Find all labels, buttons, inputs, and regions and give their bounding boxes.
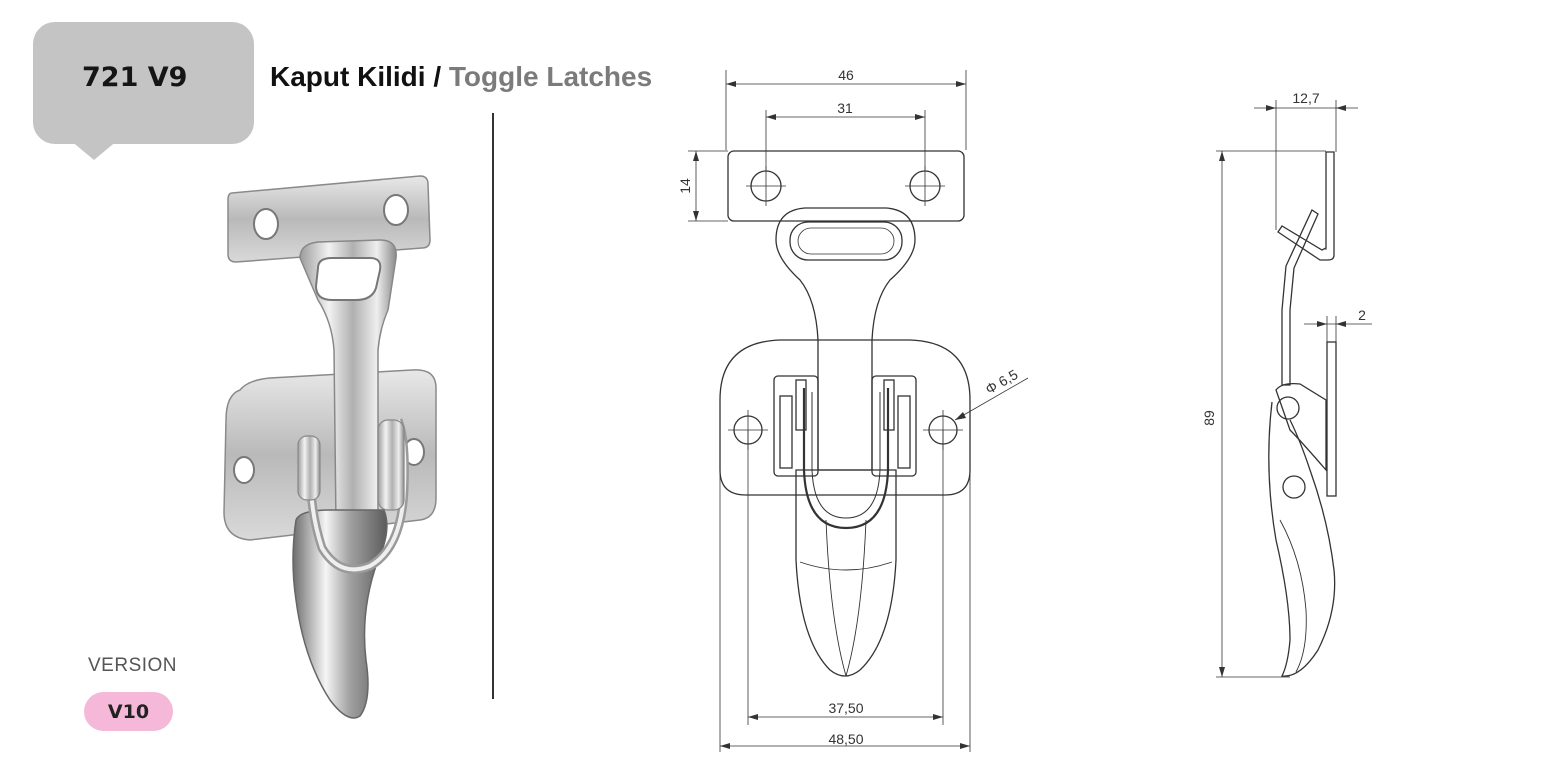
product-code-badge [33, 22, 254, 144]
title-separator: / [425, 61, 449, 92]
side-pivot-lower [1282, 475, 1306, 499]
side-keeper [1277, 151, 1335, 261]
side-lever [1268, 401, 1336, 677]
front-keeper-plate [727, 150, 965, 222]
side-pivot-upper [1276, 396, 1300, 420]
title-turkish: Kaput Kilidi [270, 61, 426, 92]
front-hook [775, 207, 916, 471]
title-english: Toggle Latches [448, 61, 653, 92]
front-wire-loop [802, 388, 890, 530]
front-lever [795, 469, 897, 677]
keeper-hole-left [253, 208, 279, 240]
product-code: 721 V9 [82, 62, 188, 93]
section-divider [492, 113, 494, 699]
latch-lever [292, 509, 388, 719]
product-title: Kaput Kilidi / Toggle Latches [270, 61, 652, 93]
version-label: VERSION [88, 655, 178, 676]
side-hook [1281, 209, 1319, 386]
badge-tail [70, 140, 118, 160]
base-hole-left [233, 456, 255, 484]
front-base-plate [719, 339, 971, 496]
dim-side-thickness: 2 [1358, 307, 1366, 323]
dim-front-plate-height: 14 [677, 178, 693, 194]
dim-side-total-height: 89 [1201, 410, 1217, 426]
side-base-plate [1326, 341, 1337, 497]
dim-front-top-width: 46 [838, 67, 854, 83]
dim-front-hole-spacing-bottom: 37,50 [828, 700, 863, 716]
hinge-bracket [377, 419, 405, 511]
dim-hole-diameter: Φ 6,5 [983, 366, 1021, 397]
version-badge: V10 [84, 692, 173, 731]
front-hook-slot [789, 221, 903, 261]
hook-slot [314, 257, 382, 301]
hook-strap [299, 239, 397, 525]
dim-side-top-depth: 12,7 [1292, 90, 1319, 106]
pivot-pin [297, 435, 321, 501]
dim-front-base-width: 48,50 [828, 731, 863, 747]
dim-front-hole-spacing-top: 31 [837, 100, 853, 116]
keeper-hole-right [383, 194, 409, 226]
